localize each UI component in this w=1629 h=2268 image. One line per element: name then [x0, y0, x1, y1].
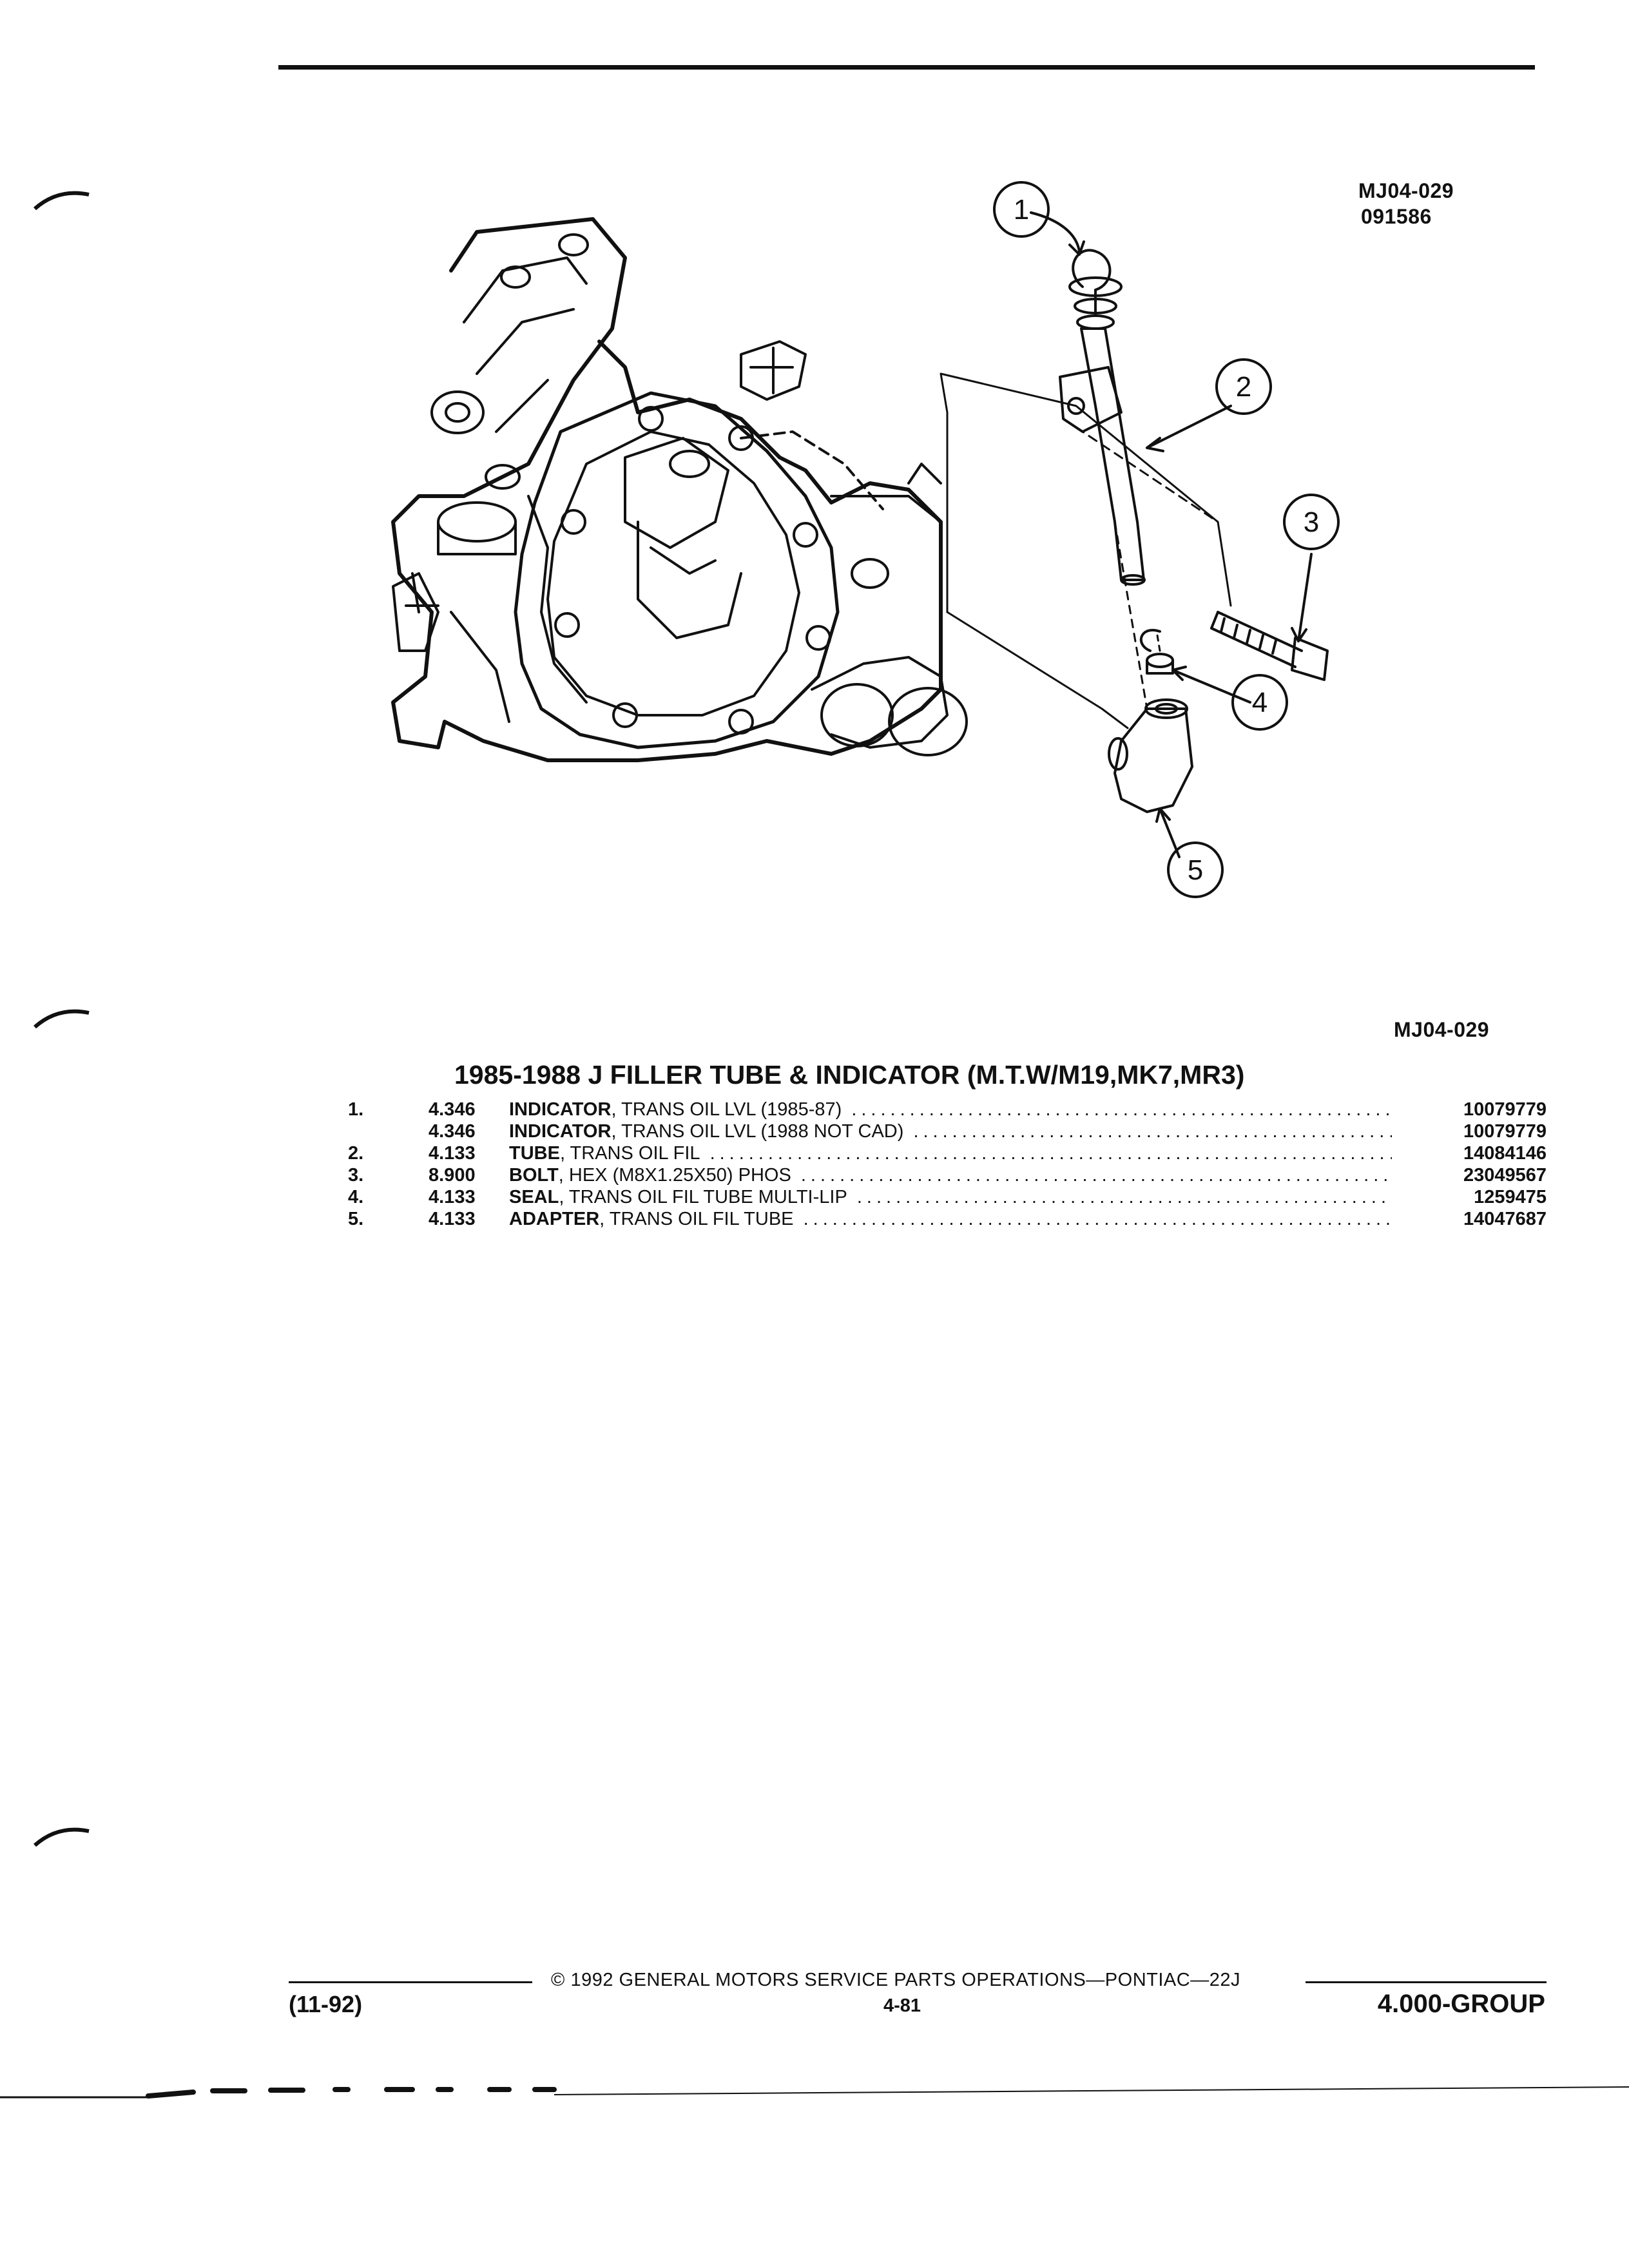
callout-circles: [993, 181, 1340, 898]
callout-2: 2: [1236, 371, 1251, 403]
group-number: 4.133: [429, 1187, 476, 1207]
page-bottom-edge: [0, 2086, 1629, 2099]
adapter-drawing: [1108, 698, 1193, 813]
part-name: INDICATOR: [509, 1121, 612, 1142]
parts-row: 3. 8.900 BOLT, HEX (M8X1.25X50) PHOS .....…: [348, 1164, 1547, 1186]
exploded-parts-diagram: 1 2 3 4 5: [391, 181, 1340, 898]
figure-code-bottom: MJ04-029: [1394, 1018, 1490, 1041]
group-number: 4.346: [429, 1121, 476, 1142]
punch-hole-mark: [34, 1827, 90, 1847]
punch-hole-mark: [34, 191, 90, 211]
filler-tube-drawing: [1059, 327, 1146, 586]
part-description: ADAPTER, TRANS OIL FIL TUBE ............…: [509, 1208, 1392, 1230]
dot-leader: ........................................…: [856, 1187, 1392, 1207]
seal-drawing: [1139, 629, 1174, 675]
parts-row: 4. 4.133 SEAL, TRANS OIL FIL TUBE MULTI-LI…: [348, 1186, 1547, 1208]
dot-leader: ........................................…: [803, 1209, 1392, 1229]
part-name: TUBE: [509, 1143, 560, 1164]
callout-3: 3: [1304, 506, 1319, 538]
group-number: 4.133: [429, 1209, 476, 1229]
part-description: SEAL, TRANS OIL FIL TUBE MULTI-LIP .....…: [509, 1186, 1392, 1208]
callout-4: 4: [1252, 687, 1268, 718]
indicator-dipstick-drawing: [1068, 249, 1123, 330]
item-number: 3.: [348, 1165, 364, 1186]
part-description: INDICATOR, TRANS OIL LVL (1985-87) .....…: [509, 1099, 1392, 1120]
part-name: BOLT: [509, 1165, 559, 1186]
part-number: 10079779: [1463, 1121, 1547, 1142]
part-description: TUBE, TRANS OIL FIL ....................…: [509, 1142, 1392, 1164]
parts-row: 2. 4.133 TUBE, TRANS OIL FIL .............…: [348, 1142, 1547, 1164]
part-description: INDICATOR, TRANS OIL LVL (1988 NOT CAD) …: [509, 1120, 1392, 1142]
dot-leader: ........................................…: [851, 1099, 1392, 1120]
parts-row: 1. 4.346 INDICATOR, TRANS OIL LVL (1985-87…: [348, 1099, 1547, 1120]
part-number: 1259475: [1474, 1187, 1547, 1207]
group-number: 4.133: [429, 1143, 476, 1164]
group-number: 8.900: [429, 1165, 476, 1186]
part-detail: , TRANS OIL FIL TUBE: [599, 1209, 794, 1229]
part-name: INDICATOR: [509, 1099, 612, 1120]
callout-numbers: 1 2 3 4 5: [1014, 194, 1319, 886]
part-detail: , TRANS OIL LVL (1985-87): [611, 1099, 842, 1120]
revision-date: (11-92): [289, 1991, 363, 2017]
part-number: 23049567: [1463, 1165, 1547, 1186]
item-number: 2.: [348, 1143, 364, 1164]
callout-1: 1: [1014, 194, 1029, 226]
leader-lines: [940, 372, 1232, 729]
footer-rule-left: [289, 1981, 532, 1983]
group-label: 4.000-GROUP: [1377, 1990, 1545, 2018]
part-detail: , TRANS OIL FIL: [559, 1143, 700, 1164]
part-description: BOLT, HEX (M8X1.25X50) PHOS ............…: [509, 1164, 1392, 1186]
page-number: 4-81: [883, 1995, 921, 2016]
dot-leader: ........................................…: [800, 1165, 1392, 1186]
footer-rule-right: [1306, 1981, 1547, 1983]
punch-hole-mark: [34, 1009, 90, 1029]
part-number: 14084146: [1463, 1143, 1547, 1164]
part-number: 14047687: [1463, 1209, 1547, 1229]
part-detail: , TRANS OIL FIL TUBE MULTI-LIP: [559, 1187, 847, 1207]
item-number: 1.: [348, 1099, 364, 1120]
transmission-housing-drawing: [391, 217, 968, 762]
item-number: 4.: [348, 1187, 364, 1207]
copyright-line: © 1992 GENERAL MOTORS SERVICE PARTS OPER…: [551, 1970, 1240, 1990]
part-detail: , TRANS OIL LVL (1988 NOT CAD): [611, 1121, 904, 1142]
figure-date-code: 091586: [1361, 205, 1432, 228]
part-detail: , HEX (M8X1.25X50) PHOS: [558, 1165, 791, 1186]
dot-leader: ........................................…: [709, 1143, 1392, 1164]
part-number: 10079779: [1463, 1099, 1547, 1120]
bolt-drawing: [1210, 611, 1329, 681]
parts-row: 4.346 INDICATOR, TRANS OIL LVL (1988 NOT …: [348, 1120, 1547, 1142]
dot-leader: ........................................…: [913, 1121, 1392, 1142]
callout-5: 5: [1188, 854, 1203, 886]
figure-code: MJ04-029: [1358, 179, 1454, 202]
page-title: 1985-1988 J FILLER TUBE & INDICATOR (M.T…: [454, 1060, 1245, 1090]
callout-arrows: [1030, 211, 1313, 858]
part-name: ADAPTER: [509, 1209, 600, 1229]
part-name: SEAL: [509, 1187, 559, 1207]
parts-row: 5. 4.133 ADAPTER, TRANS OIL FIL TUBE .....…: [348, 1208, 1547, 1230]
top-rule: [278, 65, 1535, 70]
group-number: 4.346: [429, 1099, 476, 1120]
item-number: 5.: [348, 1209, 364, 1229]
